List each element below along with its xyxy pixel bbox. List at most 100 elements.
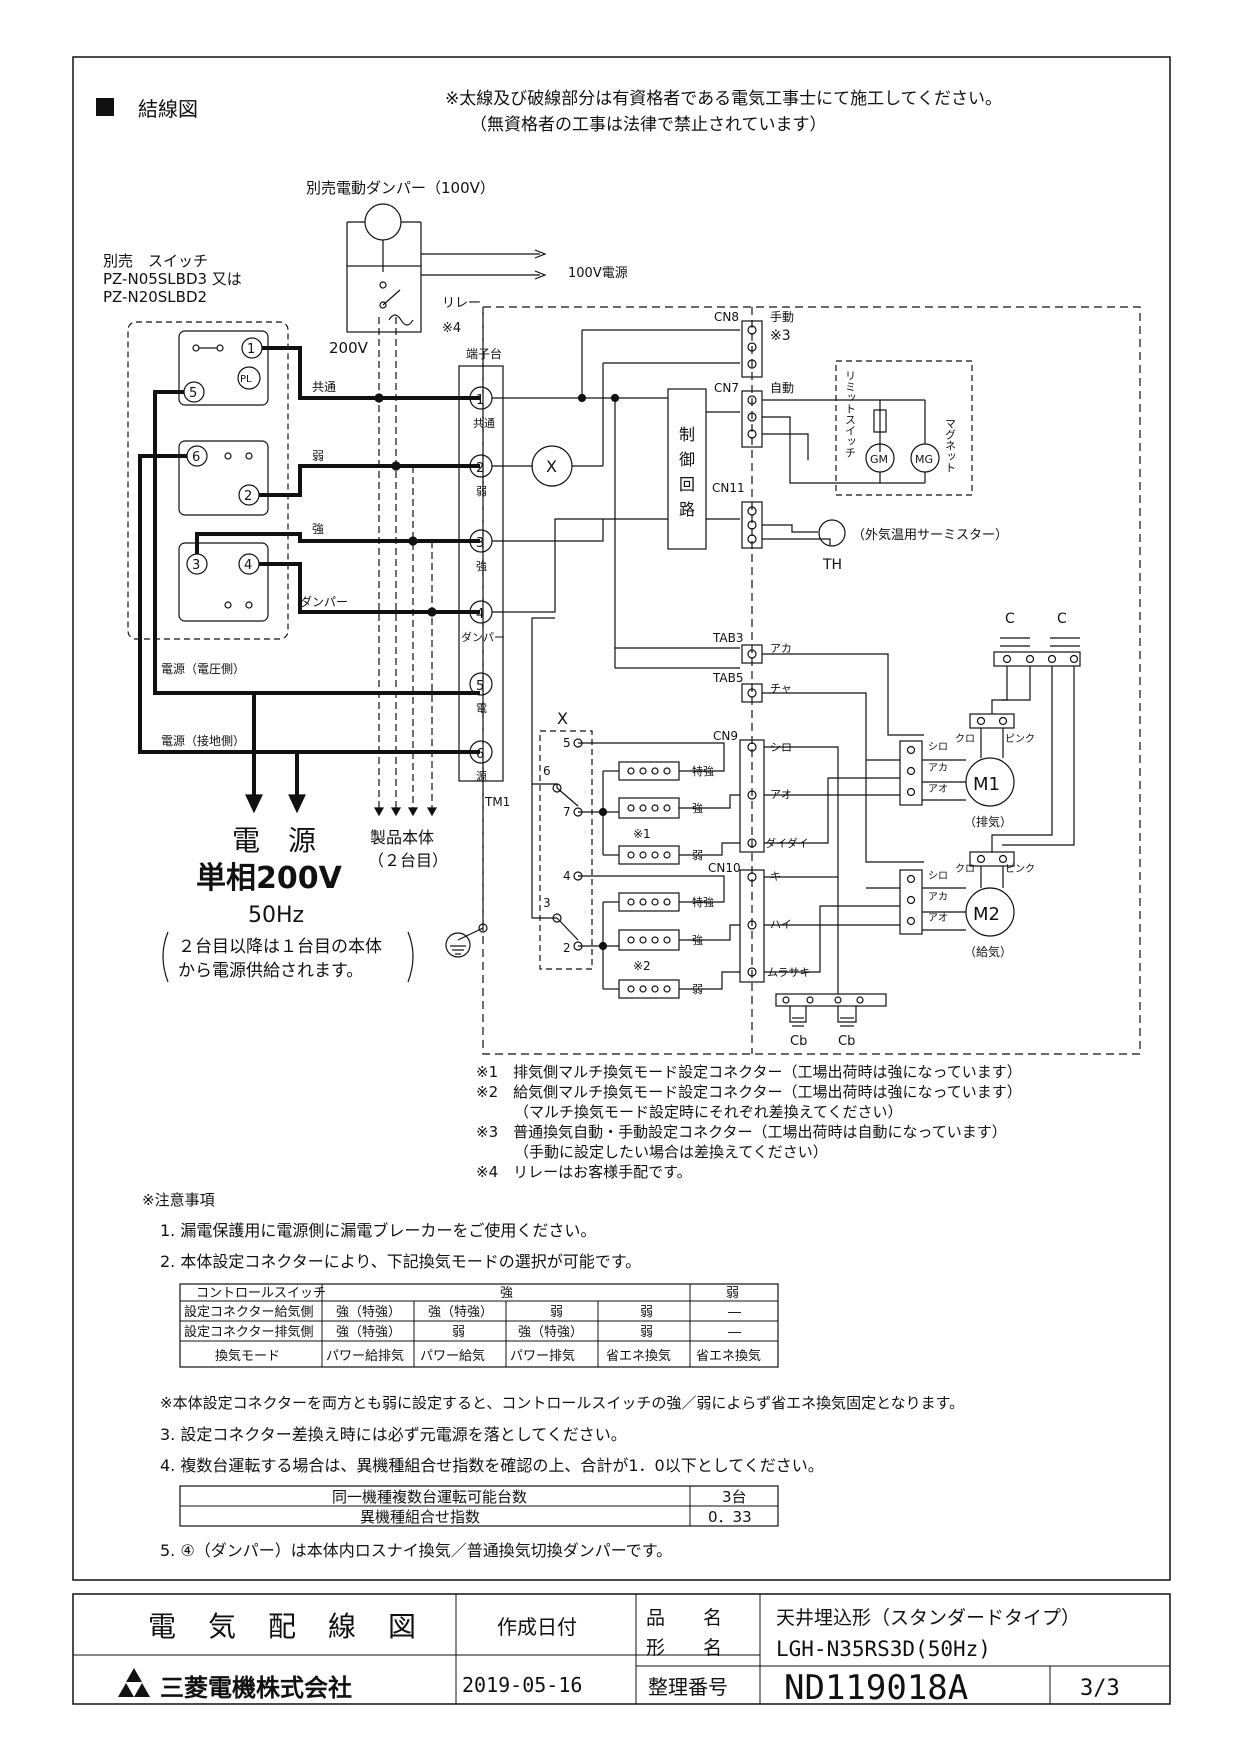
thick-wiring (138, 346, 480, 795)
svg-text:4: 4 (244, 558, 252, 573)
mode-table-r3-c3: パワー排気 (510, 1348, 575, 1364)
footnote-3: （マルチ換気モード設定時にそれぞれ差換えてください） (514, 1103, 903, 1121)
m2-lead-top-2: ピンク (1005, 863, 1035, 875)
terminal-6: 6 源 (469, 740, 493, 783)
pilot-lamp (237, 366, 261, 390)
note-1: 1. 漏電保護用に電源側に漏電ブレーカーをご使用ください。 (160, 1221, 596, 1240)
cn7-mode-label: 自動 (770, 381, 794, 395)
relay-label: リレー (442, 296, 481, 311)
switch-label-2: PZ-N05SLBD3 又は (103, 270, 242, 288)
power-note-bracket-right (407, 931, 414, 983)
svg-text:共通: 共通 (473, 417, 495, 430)
m2-function: （給気） (964, 944, 1012, 959)
mode-table-r1-c0: 設定コネクター給気側 (184, 1304, 313, 1320)
terminal-1: 1 共通 (469, 386, 495, 430)
page-frame (72, 56, 1171, 1581)
svg-text:5: 5 (476, 679, 484, 694)
relay-coil-symbol (388, 314, 414, 326)
m1-lead-top-1: クロ (955, 733, 975, 745)
cn7-label: CN7 (714, 381, 739, 395)
svg-text:電: 電 (476, 702, 487, 715)
wiring-diagram: 別売電動ダンパー（100V） 100V電源 リレー ※4 200V 別売 スイッ… (103, 179, 1141, 1055)
note-3: 3. 設定コネクター差換え時には必ず元電源を落としてください。 (160, 1425, 627, 1444)
switch-label-3: PZ-N20SLBD2 (103, 288, 207, 306)
wire-label-damper: ダンパー (300, 594, 348, 609)
index-table-r2-label: 異機種組合せ指数 (360, 1508, 480, 1526)
wire-label-power-live: 電源（電圧側） (161, 662, 245, 676)
mode-table-r2-c4: 弱 (640, 1325, 653, 1340)
title-block: 電 気 配 線 図 作成日付 2019-05-16 三菱電機株式会社 品 名 形… (72, 1593, 1171, 1708)
supply-100v-label: 100V電源 (568, 266, 628, 281)
terminal-block-label: 端子台 (466, 346, 502, 361)
footnote-1: ※1 排気側マルチ換気モード設定コネクター（工場出荷時は強になっています） (476, 1063, 1022, 1081)
svg-text:2: 2 (476, 461, 484, 476)
svg-text:1: 1 (247, 342, 255, 357)
relay-contact-2 (379, 301, 387, 309)
cn11-label: CN11 (712, 481, 745, 495)
second-unit-label-2: （２台目） (368, 851, 448, 870)
terminal-5: 5 電 (469, 672, 493, 715)
terminal-block (458, 365, 504, 782)
m2-lead-1: シロ (928, 871, 948, 882)
power-note-bracket-left (162, 931, 169, 983)
mode-table-r3-c1: パワー給排気 (326, 1348, 404, 1364)
control-circuit-char-2: 御 (679, 450, 695, 469)
voltage-200v-label: 200V (329, 339, 369, 357)
svg-text:3: 3 (476, 536, 484, 551)
index-table: 同一機種複数台運転可能台数 3台 異機種組合せ指数 0．33 (179, 1485, 779, 1527)
doc-type: 電 気 配 線 図 (148, 1610, 418, 1643)
svg-text:1: 1 (476, 393, 484, 408)
power-phase: 単相200V (196, 861, 343, 896)
svg-text:ダンパー: ダンパー (461, 630, 505, 644)
svg-text:7: 7 (563, 805, 571, 819)
note-2: 2. 本体設定コネクターにより、下記換気モードの選択が可能です。 (160, 1252, 641, 1271)
note-after-table: ※本体設定コネクターを両方とも弱に設定すると、コントロールスイッチの強／弱によら… (160, 1394, 964, 1412)
created-label: 作成日付 (497, 1615, 577, 1639)
svg-text:4: 4 (476, 607, 484, 622)
m1-label: M1 (973, 774, 1000, 795)
svg-text:2: 2 (563, 941, 571, 955)
power-arrow-left (245, 794, 263, 814)
control-number: ND119018A (784, 1668, 968, 1708)
mode-table-header-2: 弱 (726, 1286, 739, 1301)
m1-lead-3: アオ (928, 783, 948, 795)
cn10-connector (739, 869, 765, 983)
footnote-4: ※3 普通換気自動・手動設定コネクター（工場出荷時は自動になっています） (476, 1123, 1007, 1141)
tab5-color: チャ (770, 682, 792, 695)
mode-table-r1-c2: 強（特強） (428, 1305, 493, 1320)
svg-text:5: 5 (189, 386, 197, 401)
svg-text:4: 4 (563, 869, 571, 883)
gm-label: GM (870, 453, 888, 466)
tab3-color: アカ (770, 642, 792, 655)
earth-symbol (445, 932, 471, 958)
svg-text:5: 5 (563, 736, 571, 750)
relay-box (346, 265, 422, 333)
mode-table-r2-c5: ― (728, 1325, 741, 1340)
second-unit-label-1: 製品本体 (370, 828, 434, 847)
relay-x-contacts (539, 730, 593, 970)
svg-text:6: 6 (543, 764, 551, 778)
footnotes: ※1 排気側マルチ換気モード設定コネクター（工場出荷時は強になっています） ※2… (476, 1063, 1022, 1181)
svg-text:源: 源 (476, 769, 487, 783)
footnote-6: ※4 リレーはお客様手配です。 (476, 1163, 692, 1181)
m1-terminal-strip (899, 740, 923, 806)
switch-label-1: 別売 スイッチ (103, 252, 208, 270)
mode-table-r3-c2: パワー給気 (420, 1348, 485, 1364)
mode-table-r2-c3: 強（特強） (518, 1325, 583, 1340)
section-marker-square (96, 98, 114, 116)
magnet-label: マグネット (944, 418, 957, 473)
terminal-block-tm1: TM1 (484, 795, 510, 809)
capacitor-label-2: C (1057, 611, 1067, 627)
mode-table-r2-c1: 強（特強） (336, 1325, 401, 1340)
damper-label: 別売電動ダンパー（100V） (306, 179, 495, 197)
svg-text:3: 3 (192, 558, 200, 573)
terminal-4: 4 ダンパー (461, 600, 505, 644)
m2-label: M2 (973, 904, 1000, 925)
svg-text:3: 3 (543, 896, 551, 910)
cn8-note-mark: ※3 (770, 328, 791, 344)
mode-table: コントロールスイッチ 強 弱 設定コネクター給気側 強（特強） 強（特強） 弱 … (179, 1283, 779, 1368)
m2-lead-3: アオ (928, 912, 948, 924)
pilot-lamp-label: PL (240, 374, 252, 385)
footnote-2: ※2 給気側マルチ換気モード設定コネクター（工場出荷時は強になっています） (476, 1083, 1022, 1101)
